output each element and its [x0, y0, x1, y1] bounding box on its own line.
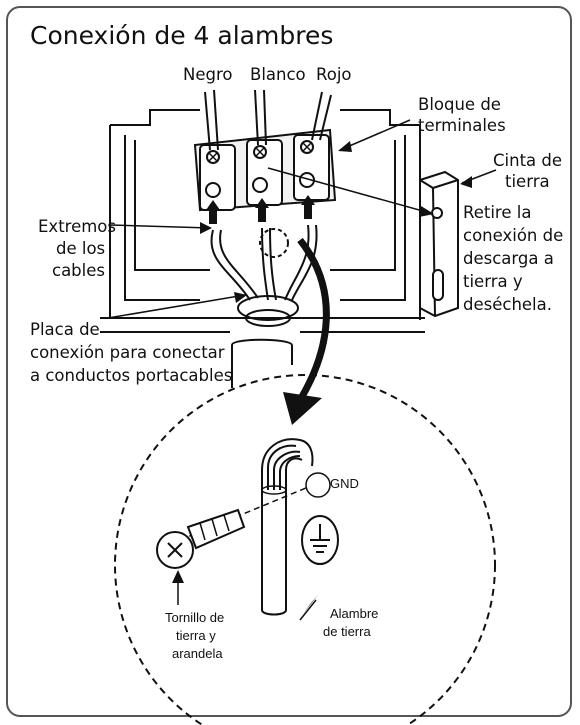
ground-lug — [305, 472, 331, 498]
conduit-plate-line3: a conductos portacables — [30, 366, 232, 385]
screw-label-line3: arandela — [172, 646, 223, 661]
diagram-title: Conexión de 4 alambres — [30, 21, 333, 50]
detail-leaders — [177, 580, 317, 621]
label-white-wire: Blanco — [250, 65, 306, 84]
cable-ends-line3: cables — [52, 261, 105, 280]
detail-arrow — [283, 237, 330, 425]
label-red-wire: Rojo — [316, 65, 352, 84]
cable-bundle — [210, 224, 318, 327]
conduit-pipe — [231, 338, 293, 388]
gnd-label: GND — [330, 476, 359, 491]
conduit-plate-line2: conexión para conectar — [30, 343, 225, 362]
leader-lines — [107, 119, 497, 319]
ground-wire — [261, 438, 314, 616]
terminal-block-line2: terminales — [418, 116, 506, 135]
remove-note-line3: descarga a — [463, 249, 554, 268]
insert-arrows — [206, 195, 315, 224]
screw-label-line2: tierra y — [176, 628, 216, 643]
ground-wire-label-line2: de tierra — [323, 624, 371, 639]
detail-arrowheads — [172, 570, 318, 614]
ground-screw — [156, 508, 246, 569]
remove-note-line1: Retire la — [463, 203, 531, 222]
diagram-frame — [6, 6, 572, 717]
conduit-plate-line1: Placa de — [30, 320, 100, 339]
wire-sheath-end — [261, 485, 287, 495]
remove-note-line4: tierra y — [463, 272, 523, 291]
ground-strap-line2: tierra — [505, 172, 550, 191]
ground-wire-label-line1: Alambre — [330, 606, 378, 621]
remove-note-line5: deséchela. — [463, 295, 552, 314]
detail-circle — [114, 374, 496, 725]
terminal-block-line1: Bloque de — [418, 95, 501, 114]
ground-strap-line1: Cinta de — [493, 151, 562, 170]
leader-arrowheads — [200, 141, 472, 303]
label-black-wire: Negro — [183, 65, 232, 84]
cable-ends-line2: de los — [56, 239, 105, 258]
remove-note-line2: conexión de — [463, 226, 563, 245]
ground-strap — [419, 170, 459, 318]
incoming-wires — [204, 89, 332, 151]
cable-ends-line1: Extremos — [38, 217, 116, 236]
ground-symbol-icon — [301, 515, 339, 565]
screw-label-line1: Tornillo de — [165, 610, 224, 625]
